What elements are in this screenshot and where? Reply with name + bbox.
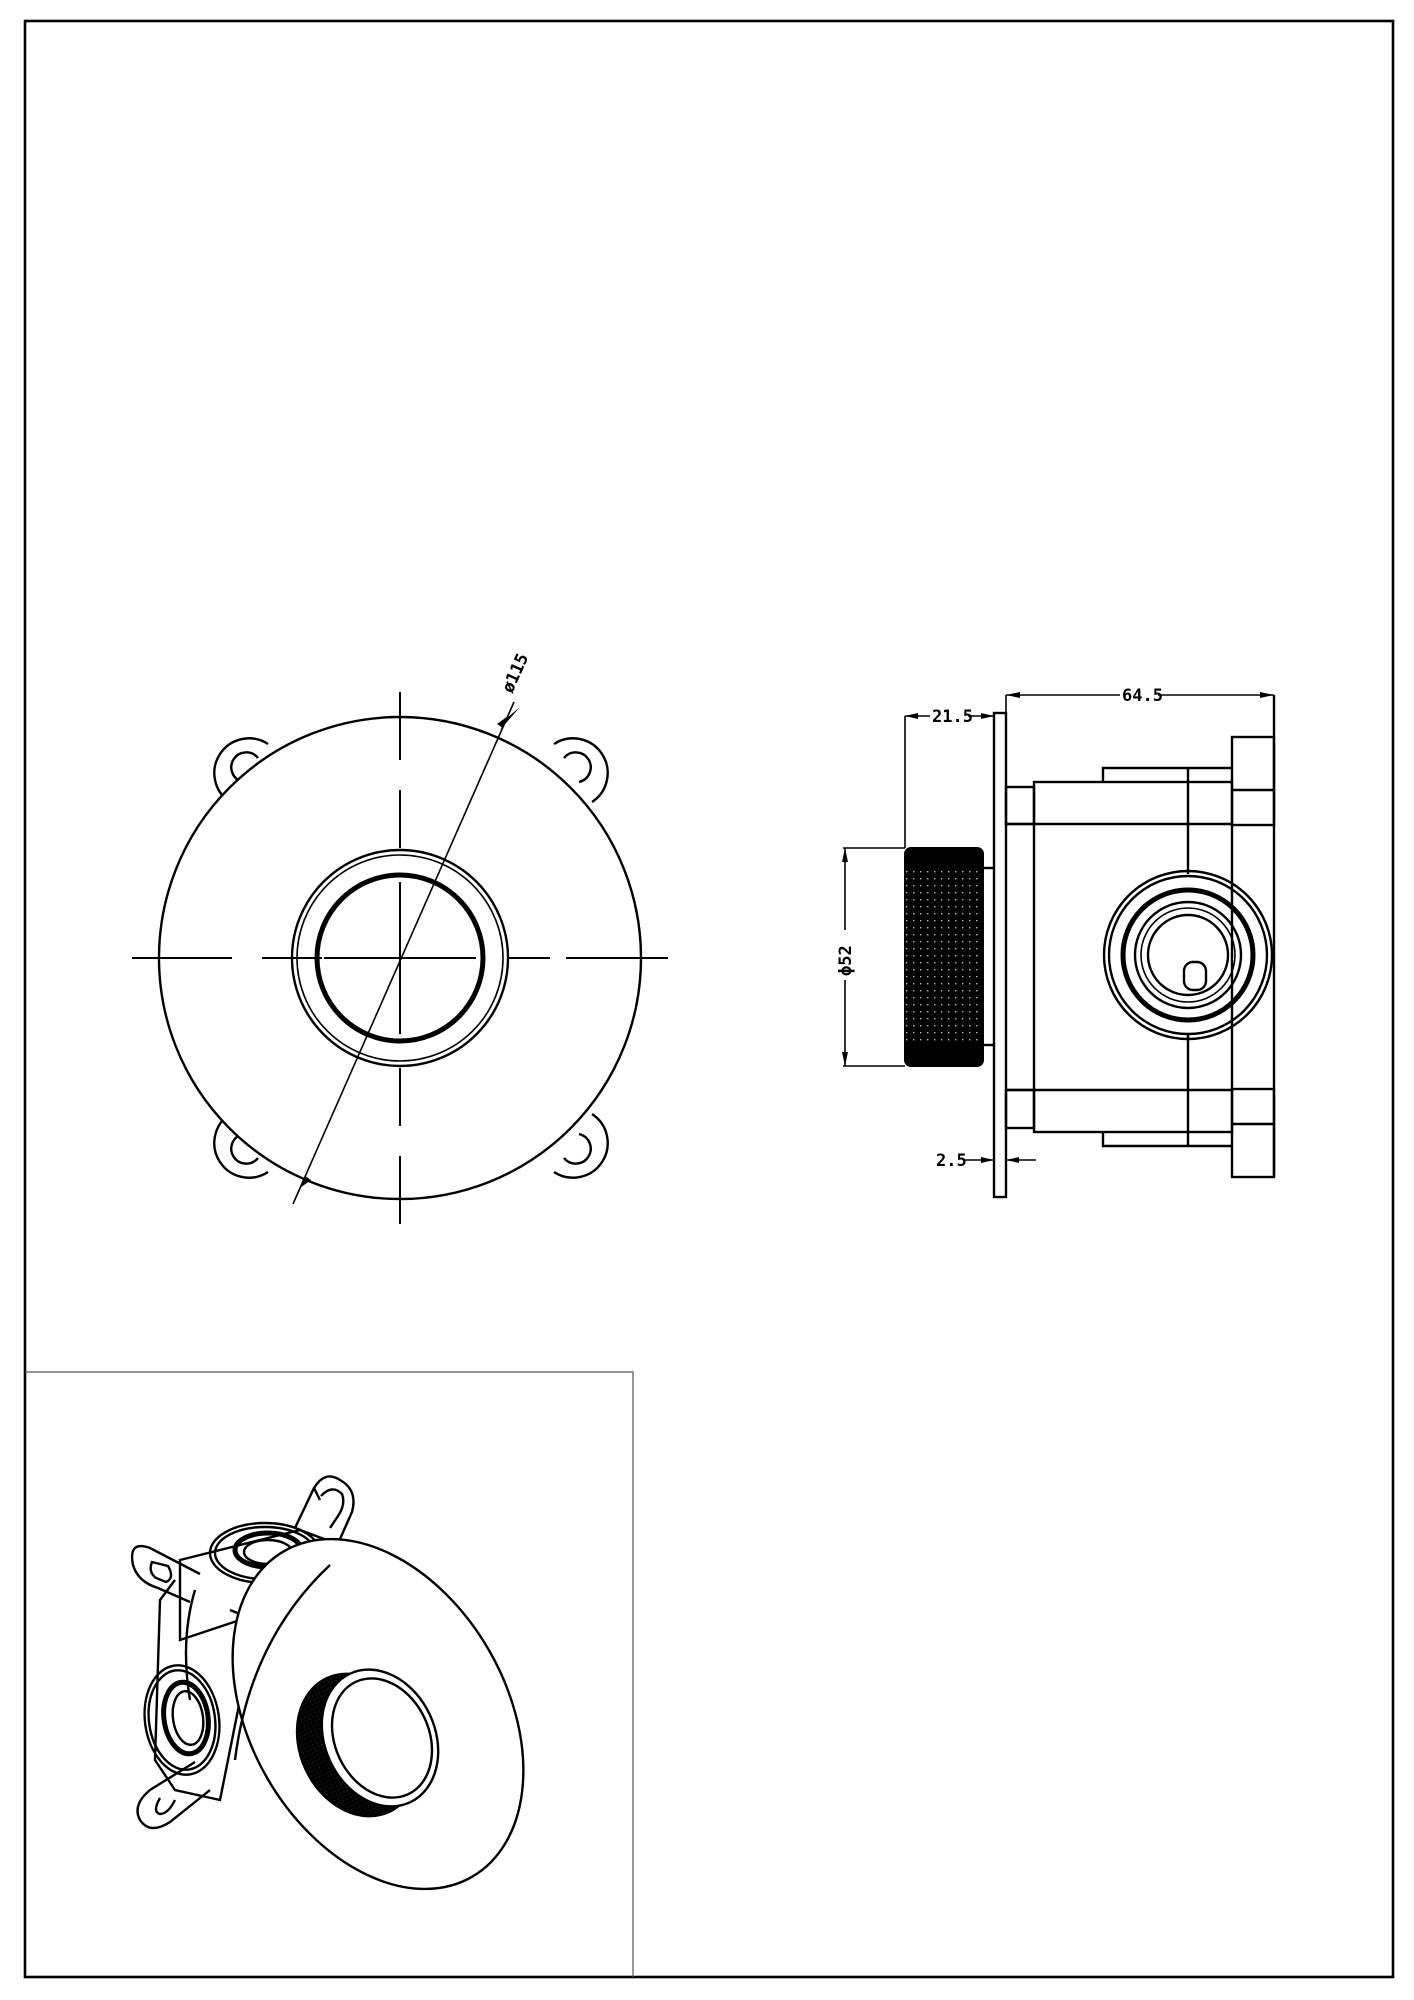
iso-knurled-handle — [295, 1668, 440, 1818]
plate-thickness-label: 2.5 — [936, 1151, 967, 1171]
diameter-dimension: ø115 — [292, 650, 533, 1205]
side-view: 64.5 21.5 2.5 ϕ52 — [836, 686, 1276, 1199]
iso-ear-bottom-left — [136, 1760, 211, 1830]
handle-diameter-label: ϕ52 — [836, 945, 856, 976]
mounting-ear-bottom-right — [553, 1112, 609, 1179]
dimension-64-5: 64.5 — [1005, 686, 1274, 713]
dimension-21-5: 21.5 — [904, 707, 994, 848]
iso-ear-top-left — [130, 1544, 201, 1604]
handle-projection-label: 21.5 — [932, 707, 973, 727]
mounting-ear-top-left — [213, 737, 269, 804]
sheet-border — [23, 19, 1395, 1979]
valve-body — [1004, 695, 1276, 1179]
wall-plate-edge — [992, 711, 1008, 1199]
dimension-phi-52: ϕ52 — [836, 847, 905, 1067]
inlet-port — [1102, 869, 1274, 1041]
dimension-2-5: 2.5 — [936, 1151, 1036, 1171]
depth-label: 64.5 — [1122, 686, 1163, 706]
diameter-label: ø115 — [498, 650, 533, 696]
isometric-inset-frame — [25, 1371, 634, 1977]
knurled-handle — [904, 847, 984, 1067]
front-view: ø115 — [132, 650, 668, 1224]
iso-side-port — [143, 1664, 221, 1776]
mounting-ear-top-right — [553, 737, 609, 804]
iso-ear-top-right — [293, 1475, 355, 1549]
isometric-view — [130, 1475, 525, 1891]
mounting-ear-bottom-left — [213, 1112, 269, 1179]
centerlines — [132, 692, 668, 1224]
